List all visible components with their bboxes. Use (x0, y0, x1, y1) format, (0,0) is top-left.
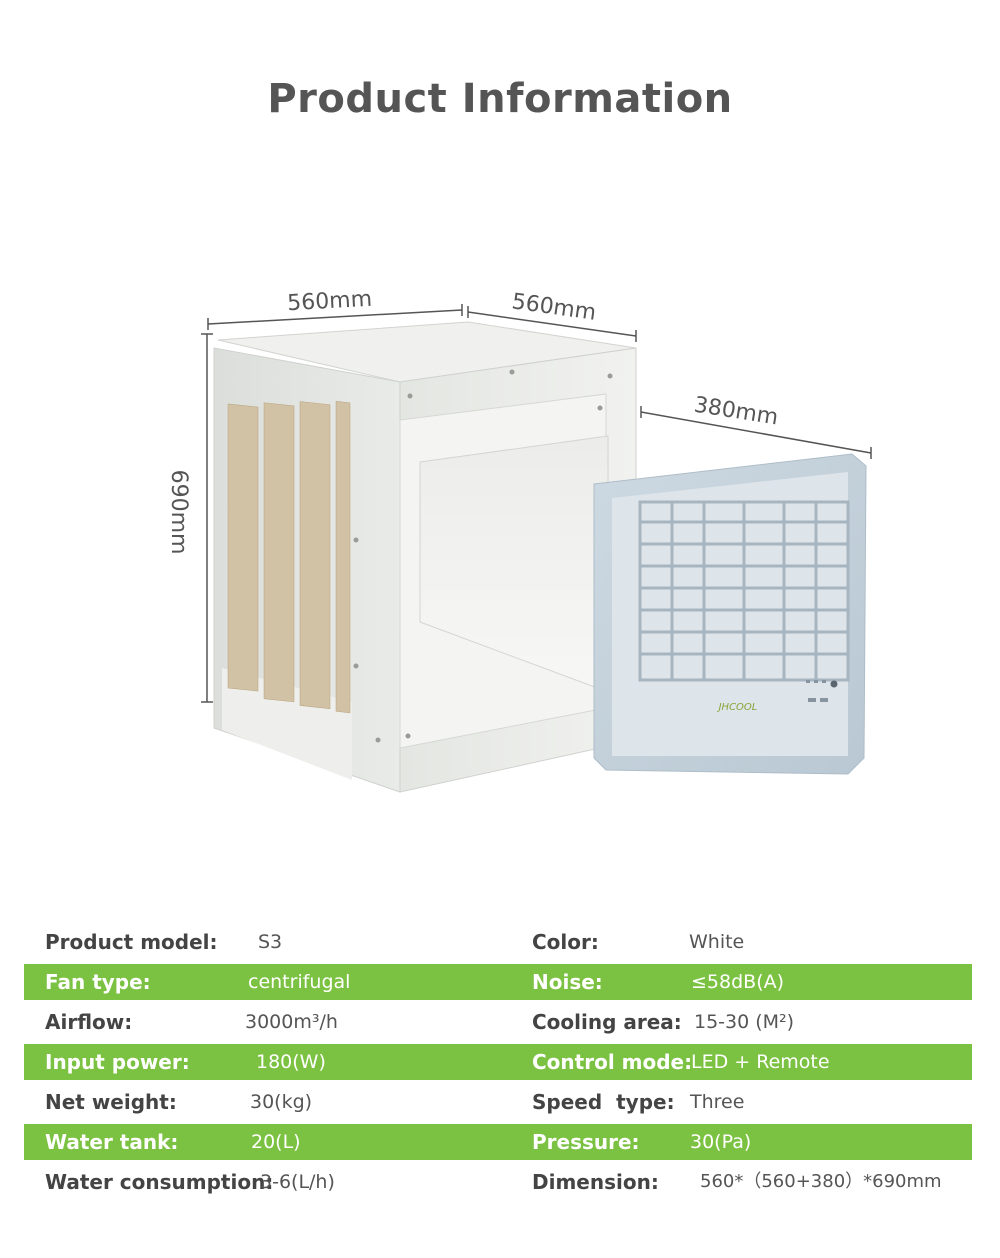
spec-row: Net weight: 30(kg) Speed type: Three (24, 1084, 972, 1120)
spec-label: Input power: (45, 1050, 190, 1074)
spec-label: Fan type: (45, 970, 151, 994)
spec-value: 30(Pa) (690, 1131, 752, 1153)
spec-row: Fan type: centrifugal Noise: ≤58dB(A) (24, 964, 972, 1000)
page-title: Product Information (267, 76, 733, 122)
spec-value: 3-6(L/h) (260, 1171, 335, 1193)
spec-table: Product model: S3 Color: White Fan type:… (24, 924, 972, 1204)
spec-label: Color: (532, 930, 599, 954)
spec-label: Airflow: (45, 1010, 133, 1034)
spec-label: Speed type: (532, 1090, 675, 1114)
spec-value: LED + Remote (691, 1051, 830, 1073)
spec-value: Three (690, 1091, 745, 1113)
spec-row: Product model: S3 Color: White (24, 924, 972, 960)
spec-value: 3000m³/h (245, 1011, 338, 1033)
dimension-height-label: 690mm (166, 470, 191, 555)
brand-logo: JHCOOL (717, 702, 758, 713)
spec-value: centrifugal (248, 971, 351, 993)
dimension-panel-label: 380mm (692, 393, 780, 431)
dimension-width-label: 560mm (287, 287, 373, 316)
spec-label: Water tank: (45, 1130, 179, 1154)
spec-value: 15-30 (M²) (694, 1011, 795, 1033)
spec-row: Water tank: 20(L) Pressure: 30(Pa) (24, 1124, 972, 1160)
spec-value: 30(kg) (250, 1091, 313, 1113)
control-buttons-icon (806, 680, 838, 702)
louver-grille (227, 401, 351, 714)
spec-value: White (689, 931, 745, 953)
front-panel: JHCOOL (593, 453, 867, 775)
spec-label: Control mode: (532, 1050, 693, 1074)
spec-value: 20(L) (251, 1131, 301, 1153)
spec-value: 560*（560+380）*690mm (700, 1171, 942, 1192)
spec-label: Pressure: (532, 1130, 640, 1154)
spec-label: Product model: (45, 930, 218, 954)
spec-label: Water consumption: (45, 1170, 274, 1194)
product-image: 560mm 560mm 380mm 690mm (166, 287, 872, 793)
spec-label: Cooling area: (532, 1010, 682, 1034)
spec-row: Airflow: 3000m³/h Cooling area: 15-30 (M… (24, 1004, 972, 1040)
spec-value: S3 (258, 931, 283, 953)
spec-row: Water consumption: 3-6(L/h) Dimension: 5… (24, 1164, 972, 1200)
spec-label: Noise: (532, 970, 603, 994)
spec-label: Net weight: (45, 1090, 177, 1114)
spec-value: 180(W) (256, 1051, 326, 1073)
spec-row: Input power: 180(W) Control mode: LED + … (24, 1044, 972, 1080)
panel-grille (638, 500, 850, 682)
dimension-lines (201, 304, 872, 703)
spec-label: Dimension: (532, 1170, 659, 1194)
spec-value: ≤58dB(A) (691, 971, 785, 993)
